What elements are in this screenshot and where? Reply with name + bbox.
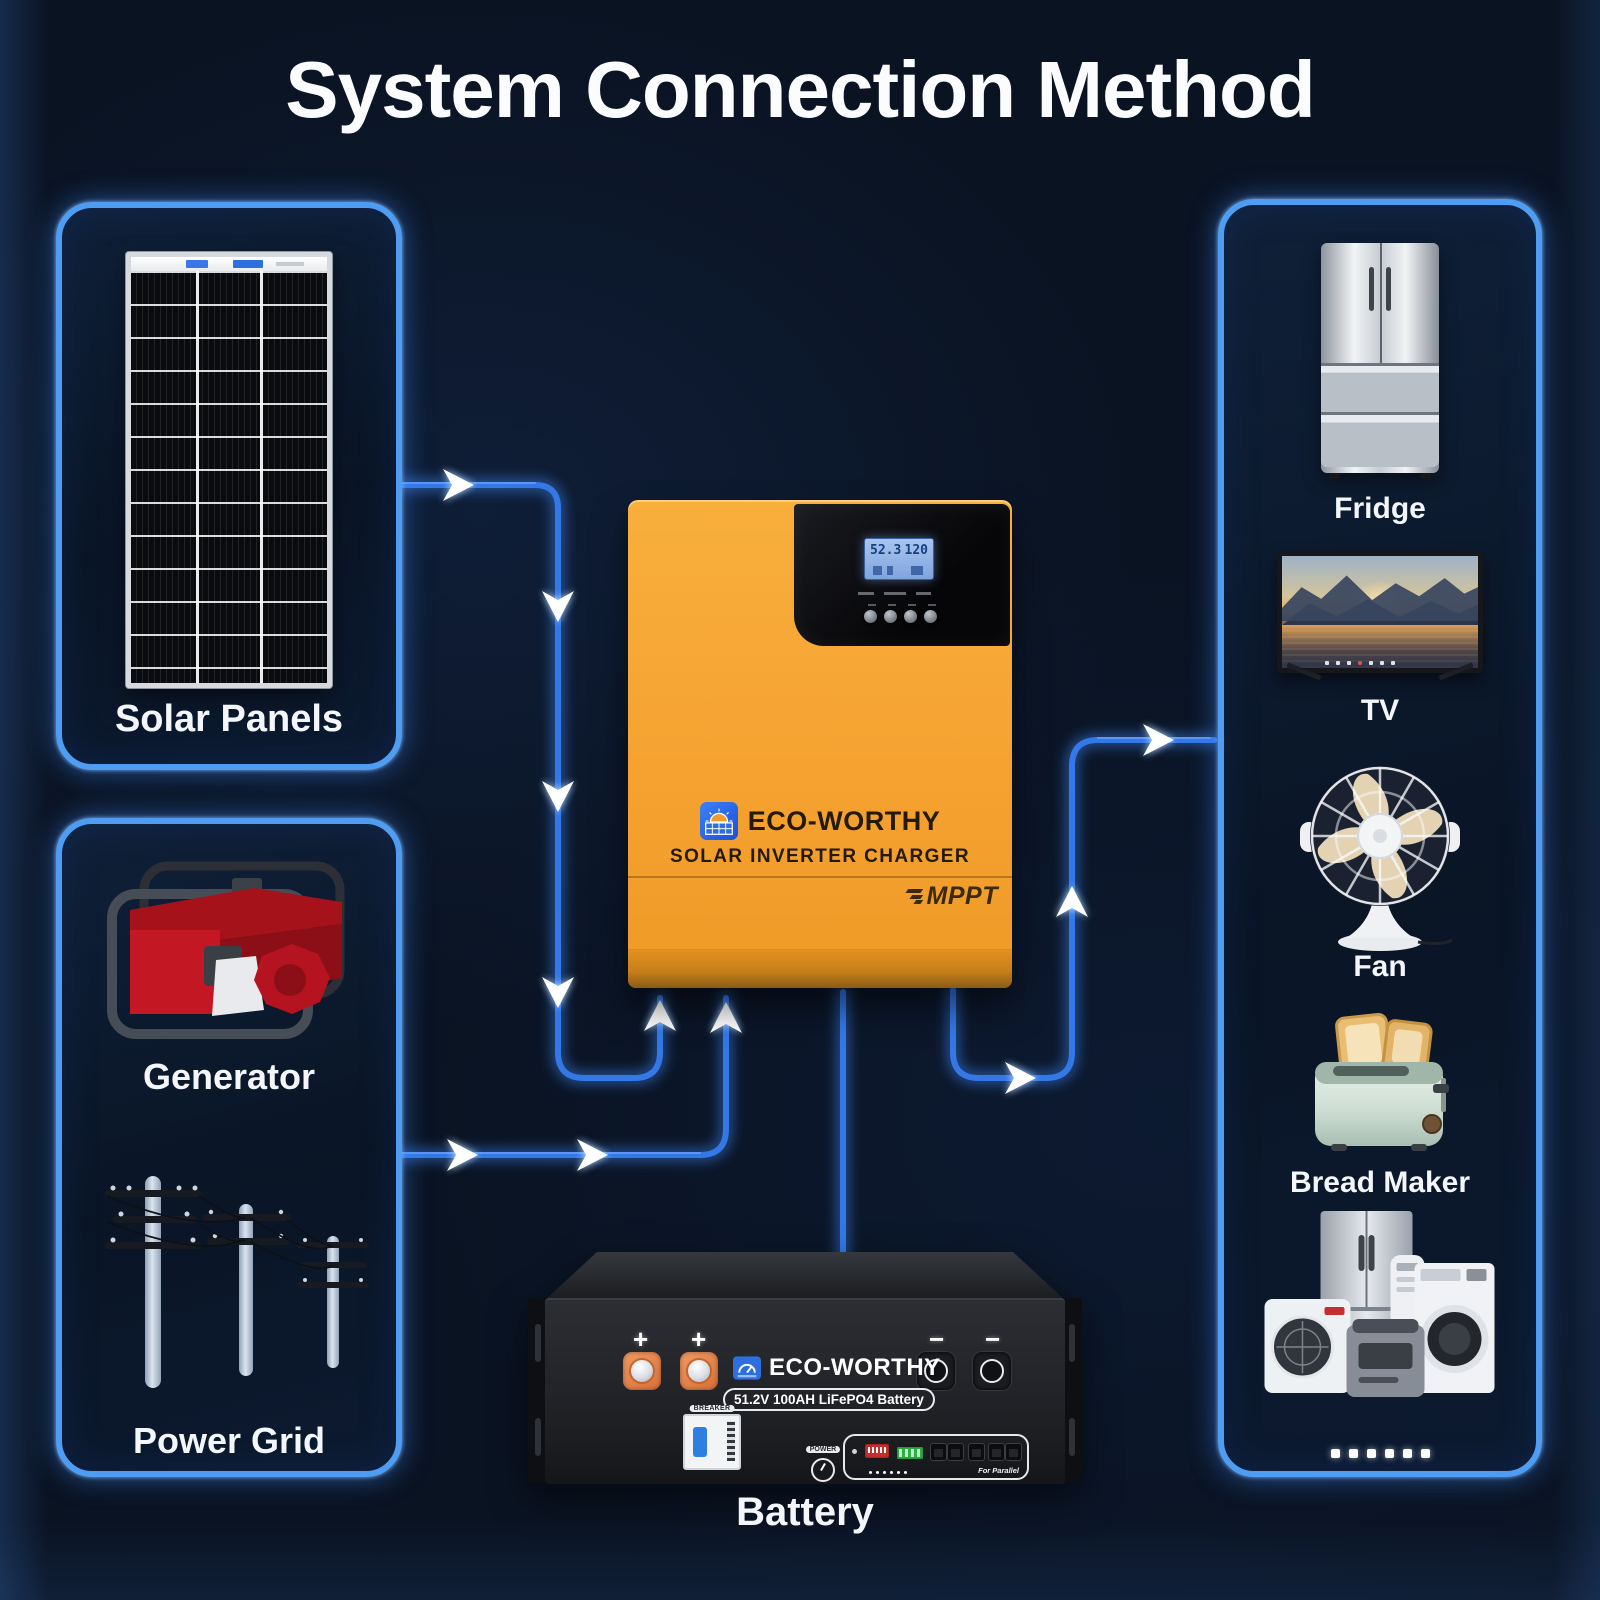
power-label: POWER (805, 1446, 841, 1453)
more-appliances-dots (1224, 1449, 1536, 1458)
rj45-port-icon (989, 1444, 1004, 1460)
battery-brand-text: ECO-WORTHY (769, 1354, 941, 1381)
solar-panels-box: Solar Panels (56, 202, 402, 770)
power-knob-icon (811, 1458, 835, 1482)
tv-label: TV (1360, 694, 1400, 727)
battery-comm-panel: For Parallel (843, 1434, 1029, 1480)
dip-switch-icon (865, 1444, 889, 1458)
inverter-product-name: SOLAR INVERTER CHARGER (670, 846, 970, 867)
breaker-label: BREAKER (689, 1405, 735, 1412)
lcd-status-icons (873, 566, 925, 575)
battery-rack-ear-left (528, 1298, 548, 1482)
inverter-buttons (864, 610, 937, 623)
battery-top-face (545, 1252, 1065, 1300)
battery-rack-ear-right (1062, 1298, 1082, 1482)
rj45-port-icon (1006, 1444, 1021, 1460)
inverter-seam (628, 876, 1012, 878)
onoff-button-icon (852, 1449, 857, 1454)
lcd-left-value: 52.3 (870, 543, 902, 558)
fridge-icon (1321, 243, 1439, 479)
battery-brand-row: ECO-WORTHY (733, 1354, 941, 1382)
lcd-caption-marks (858, 592, 931, 595)
fan-label: Fan (1353, 950, 1407, 983)
page-title: System Connection Method (285, 45, 1315, 134)
bread-maker-icon (1315, 1012, 1449, 1151)
battery-breaker: BREAKER (681, 1405, 743, 1472)
rj45-port-icon (969, 1444, 984, 1460)
bread-maker-label: Bread Maker (1289, 1166, 1471, 1199)
terminal-block-icon (897, 1447, 923, 1459)
inverter-brand-row: ECO-WORTHY (628, 802, 1012, 840)
inverter-bottom-band (628, 949, 1012, 988)
negative-sign: − (985, 1324, 1001, 1354)
solar-panel-icon (126, 252, 332, 688)
rj45-port-icon (948, 1444, 963, 1460)
battery-label: Battery (736, 1490, 874, 1534)
battery-negative-terminal (917, 1352, 955, 1390)
eco-worthy-logo-icon (733, 1356, 761, 1380)
mppt-badge: MPPT (905, 882, 998, 911)
lcd-right-value: 120 (904, 543, 928, 558)
battery-negative-terminal (973, 1352, 1011, 1390)
power-grid-icon (105, 1176, 369, 1388)
inverter-lcd: 52.3 120 (864, 538, 934, 580)
solar-panel-cells (131, 271, 327, 683)
battery-positive-terminal (623, 1352, 661, 1390)
tv-icon (1277, 551, 1483, 673)
mppt-speed-lines-icon (905, 889, 923, 904)
battery-power-switch: POWER (803, 1438, 843, 1482)
solar-panel-label-strip (131, 257, 327, 271)
led-dots (869, 1471, 907, 1474)
negative-sign: − (929, 1324, 945, 1354)
inverter-display-panel: 52.3 120 (794, 504, 1010, 646)
battery-positive-terminal (680, 1352, 718, 1390)
loads-box: Fridge TV (1218, 199, 1542, 1477)
fridge-label: Fridge (1334, 492, 1426, 525)
solar-inverter-charger: 52.3 120 ECO-WORTHY SOLAR INVERTER CHARG (628, 500, 1012, 988)
inverter-brand-text: ECO-WORTHY (747, 805, 941, 836)
battery-front-face: + + − − ECO-WORTHY 51.2V 100AH LiFePO4 B… (545, 1298, 1065, 1484)
positive-sign: + (633, 1324, 649, 1354)
more-appliances-icon (1264, 1211, 1495, 1397)
rj45-port-icon (931, 1444, 946, 1460)
battery-unit: + + − − ECO-WORTHY 51.2V 100AH LiFePO4 B… (528, 1252, 1082, 1484)
button-caption-marks (868, 604, 936, 606)
power-grid-label: Power Grid (132, 1420, 326, 1461)
generator-powergrid-box: Generator (56, 818, 402, 1477)
solar-panels-label: Solar Panels (114, 698, 344, 740)
eco-worthy-logo-icon (699, 802, 738, 840)
parallel-label: For Parallel (978, 1466, 1019, 1475)
battery-spec-badge: 51.2V 100AH LiFePO4 Battery (723, 1388, 935, 1411)
positive-sign: + (691, 1324, 707, 1354)
generator-label: Generator (142, 1056, 316, 1097)
breaker-switch-icon (693, 1427, 707, 1457)
generator-icon (107, 861, 345, 1039)
fan-icon (1300, 766, 1460, 951)
